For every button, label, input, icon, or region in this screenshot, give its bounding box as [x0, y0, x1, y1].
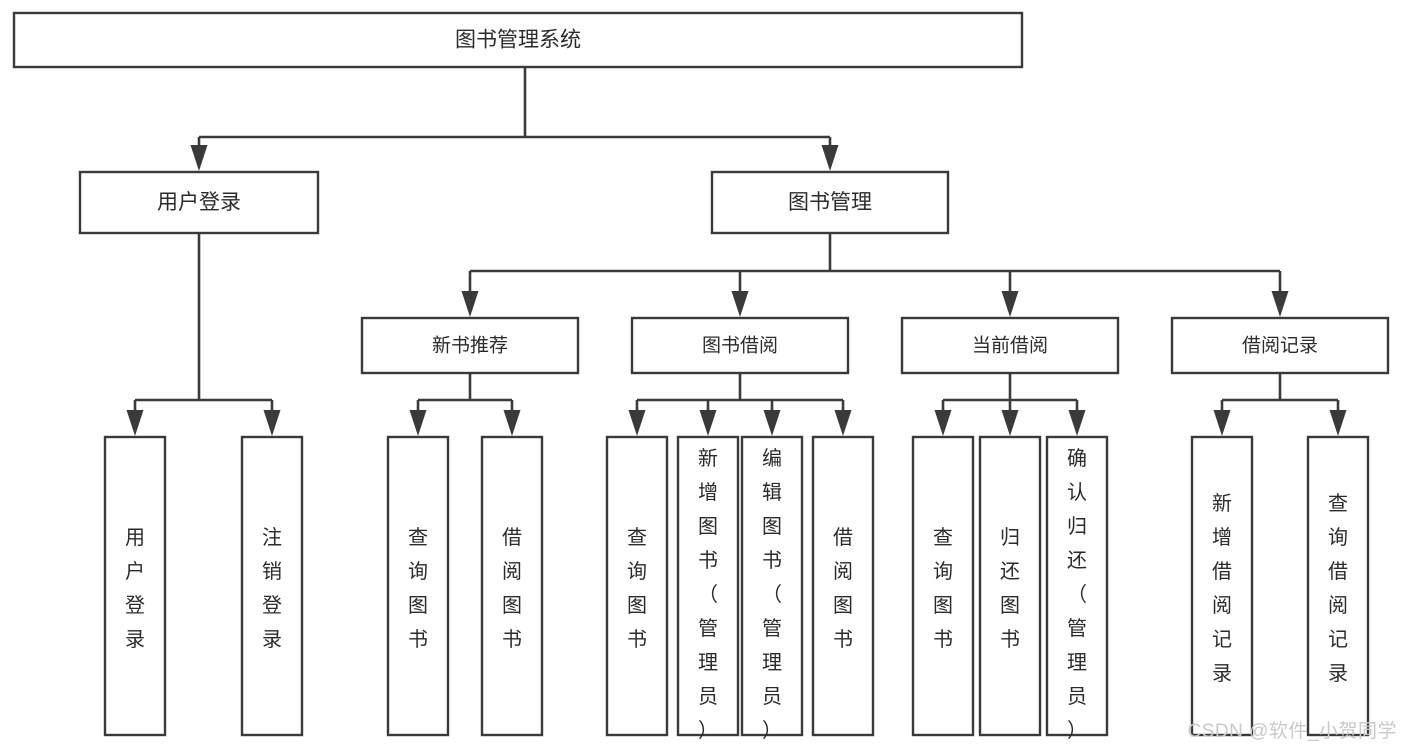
node-label: 借阅记录 — [1242, 335, 1318, 357]
arrow-head-icon — [834, 410, 852, 436]
node-rect — [605, 435, 669, 737]
node-rect — [978, 435, 1042, 737]
node-label: 新书推荐 — [432, 335, 508, 357]
node-rect — [630, 316, 850, 375]
node-rect — [1306, 435, 1370, 737]
arrow-head-icon — [190, 145, 208, 171]
node-rect — [1170, 316, 1390, 375]
leaf-node-leaf-confirm-return[interactable]: 确认归还（管理员） — [1045, 435, 1109, 742]
node-label: 图书借阅 — [702, 335, 778, 357]
node-rect — [911, 435, 975, 737]
node-rect — [900, 316, 1120, 375]
node-rect — [740, 435, 804, 737]
leaf-node-label: 借阅图书 — [833, 526, 853, 651]
arrow-head-icon — [731, 291, 749, 317]
watermark-label: CSDN @软件_小贺同学 — [1187, 721, 1397, 742]
arrow-head-icon — [1001, 410, 1019, 436]
node-rect — [480, 435, 544, 737]
leaf-node-leaf-logout[interactable]: 注销登录 — [240, 435, 304, 737]
leaf-node-leaf-user-login[interactable]: 用户登录 — [103, 435, 167, 737]
node-rect — [12, 11, 1024, 69]
leaf-node-label: 新增借阅记录 — [1212, 492, 1232, 685]
leaf-node-leaf-add-book[interactable]: 新增图书（管理员） — [676, 435, 740, 742]
leaf-node-leaf-edit-book[interactable]: 编辑图书（管理员） — [740, 435, 804, 742]
arrow-head-icon — [1329, 410, 1347, 436]
node-label: 用户登录 — [157, 191, 241, 214]
leaf-node-label: 查询图书 — [627, 526, 647, 651]
leaf-node-label: 用户登录 — [125, 527, 145, 651]
leaf-node-leaf-borrow-book-1[interactable]: 借阅图书 — [480, 435, 544, 737]
arrow-head-icon — [763, 410, 781, 436]
arrow-head-icon — [503, 410, 521, 436]
node-rect — [676, 435, 740, 737]
leaf-node-leaf-add-record[interactable]: 新增借阅记录 — [1190, 435, 1254, 737]
level1-node-user-login[interactable]: 用户登录 — [78, 170, 320, 235]
leaf-node-leaf-query-book-2[interactable]: 查询图书 — [605, 435, 669, 737]
level2-node-current-borrow[interactable]: 当前借阅 — [900, 316, 1120, 375]
node-label: 图书管理 — [788, 191, 872, 214]
node-rect — [240, 435, 304, 737]
level2-node-borrow-record[interactable]: 借阅记录 — [1170, 316, 1390, 375]
level2-node-new-book-rec[interactable]: 新书推荐 — [360, 316, 580, 375]
arrow-head-icon — [1001, 291, 1019, 317]
arrow-head-icon — [1271, 291, 1289, 317]
node-rect — [360, 316, 580, 375]
node-rect — [710, 170, 950, 235]
arrow-head-icon — [126, 410, 144, 436]
arrow-head-icon — [1213, 410, 1231, 436]
root-node-book-management-system[interactable]: 图书管理系统 — [12, 11, 1024, 69]
leaf-node-label: 编辑图书（管理员） — [762, 447, 782, 742]
node-rect — [78, 170, 320, 235]
leaf-node-label: 查询借阅记录 — [1328, 492, 1348, 685]
arrow-head-icon — [699, 410, 717, 436]
node-rect — [811, 435, 875, 737]
leaf-node-label: 借阅图书 — [502, 526, 522, 651]
leaf-node-leaf-query-book-1[interactable]: 查询图书 — [386, 435, 450, 737]
arrow-head-icon — [821, 145, 839, 171]
arrow-head-icon — [628, 410, 646, 436]
leaf-node-label: 注销登录 — [262, 526, 282, 651]
node-rect — [103, 435, 167, 737]
node-rect — [1190, 435, 1254, 737]
leaf-node-label: 归还图书 — [1000, 526, 1020, 651]
leaf-node-label: 查询图书 — [933, 526, 953, 651]
arrow-head-icon — [1068, 410, 1086, 436]
leaf-node-label: 新增图书（管理员） — [698, 447, 718, 742]
leaf-node-label: 确认归还（管理员） — [1067, 447, 1087, 742]
arrow-head-icon — [934, 410, 952, 436]
connector-layer — [126, 67, 1347, 436]
node-label: 图书管理系统 — [455, 29, 581, 52]
leaf-node-leaf-return-book[interactable]: 归还图书 — [978, 435, 1042, 737]
node-rect — [1045, 435, 1109, 737]
arrow-head-icon — [409, 410, 427, 436]
level2-node-book-borrow[interactable]: 图书借阅 — [630, 316, 850, 375]
node-rect — [386, 435, 450, 737]
node-label: 当前借阅 — [972, 335, 1048, 357]
level1-node-book-manage[interactable]: 图书管理 — [710, 170, 950, 235]
arrow-head-icon — [461, 291, 479, 317]
leaf-node-leaf-borrow-book-2[interactable]: 借阅图书 — [811, 435, 875, 737]
leaf-node-leaf-query-record[interactable]: 查询借阅记录 — [1306, 435, 1370, 737]
leaf-node-label: 查询图书 — [408, 526, 428, 651]
leaf-node-leaf-query-book-3[interactable]: 查询图书 — [911, 435, 975, 737]
arrow-head-icon — [263, 410, 281, 436]
node-layer: 图书管理系统用户登录图书管理新书推荐图书借阅当前借阅借阅记录用户登录注销登录查询… — [12, 11, 1390, 742]
